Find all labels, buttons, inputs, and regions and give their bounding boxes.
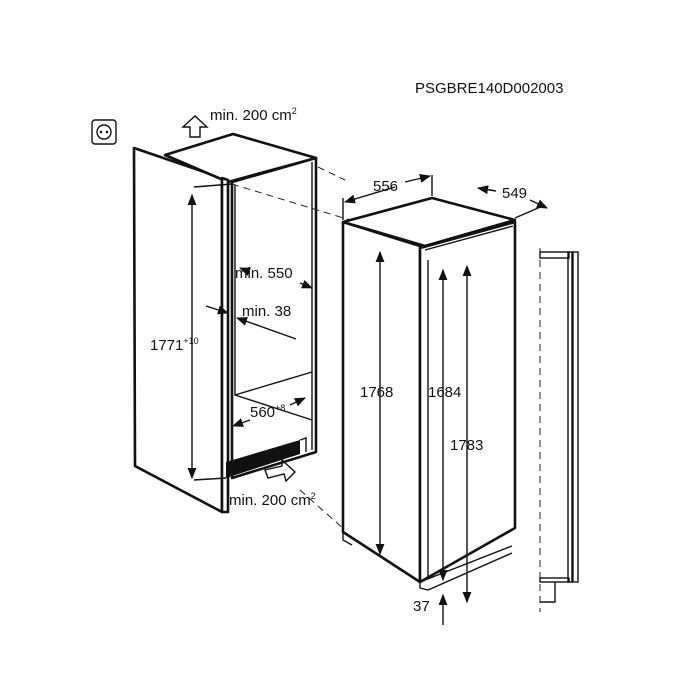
appliance-body-height: 1768 — [360, 384, 393, 401]
niche-wall: min. 38 — [242, 303, 291, 320]
vent-top-label: min. 200 cm2 — [210, 106, 297, 124]
appliance-door-height: 1684 — [428, 384, 461, 401]
appliance-depth: 549 — [502, 185, 527, 202]
vent-bottom-label: min. 200 cm2 — [229, 491, 316, 509]
niche-cabinet — [132, 132, 318, 514]
appliance-width: 556 — [373, 178, 398, 195]
airflow-in-arrow-icon — [264, 458, 297, 483]
airflow-up-arrow-icon — [181, 115, 209, 138]
niche-width: 560+8 — [250, 403, 285, 421]
power-socket-icon — [91, 119, 117, 145]
appliance-foot-height: 37 — [413, 598, 430, 615]
side-profile — [539, 248, 579, 612]
model-code: PSGBRE140D002003 — [415, 80, 563, 97]
appliance-total-height: 1783 — [450, 437, 483, 454]
niche-depth: min. 550 — [235, 265, 293, 282]
niche-height: 1771+10 — [150, 336, 199, 354]
